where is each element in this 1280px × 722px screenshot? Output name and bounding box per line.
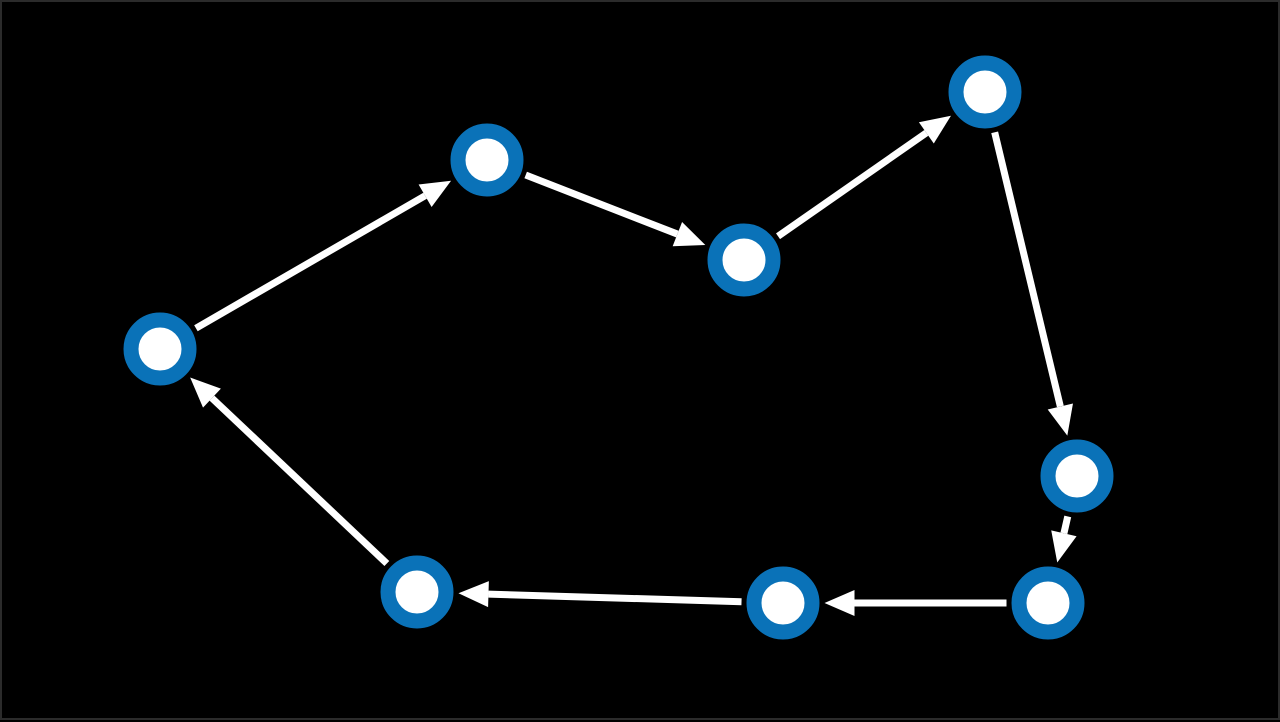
edge-arrowhead-icon: [1047, 403, 1073, 436]
graph-node[interactable]: [1011, 566, 1085, 640]
edge-shaft: [524, 171, 679, 238]
edge-arrowhead-icon: [1051, 530, 1077, 563]
edge-arrowhead-icon: [458, 581, 489, 608]
edge-arrowhead-icon: [824, 590, 855, 616]
edge-arrowhead-icon: [672, 221, 706, 247]
node-circle: [1011, 566, 1085, 640]
node-circle: [450, 123, 524, 197]
graph-node[interactable]: [746, 566, 820, 640]
node-layer: [123, 55, 1114, 640]
node-circle: [1040, 439, 1114, 513]
graph-edge[interactable]: [1051, 515, 1077, 563]
edge-arrowhead-icon: [418, 180, 452, 208]
graph-edge[interactable]: [824, 590, 1007, 616]
node-circle: [948, 55, 1022, 129]
graph-edge[interactable]: [458, 581, 742, 608]
graph-edge[interactable]: [776, 115, 951, 240]
graph-edge[interactable]: [194, 180, 452, 332]
graph-node[interactable]: [1040, 439, 1114, 513]
node-circle: [746, 566, 820, 640]
node-circle: [123, 312, 197, 386]
edge-shaft: [194, 192, 427, 332]
edge-shaft: [991, 131, 1064, 408]
graph-node[interactable]: [123, 312, 197, 386]
edge-arrowhead-icon: [190, 377, 221, 408]
graph-edge[interactable]: [190, 377, 390, 567]
edge-shaft: [209, 395, 390, 567]
edge-shaft: [776, 130, 929, 240]
edge-shaft: [488, 590, 742, 606]
graph-node[interactable]: [707, 223, 781, 297]
graph-edge[interactable]: [991, 131, 1073, 436]
graph-node[interactable]: [380, 555, 454, 629]
node-circle: [380, 555, 454, 629]
graph-node[interactable]: [450, 123, 524, 197]
edge-arrowhead-icon: [918, 115, 951, 144]
edge-shaft: [1060, 515, 1072, 535]
node-circle: [707, 223, 781, 297]
graph-edge[interactable]: [524, 171, 706, 247]
graph-node[interactable]: [948, 55, 1022, 129]
edge-layer: [190, 115, 1077, 616]
